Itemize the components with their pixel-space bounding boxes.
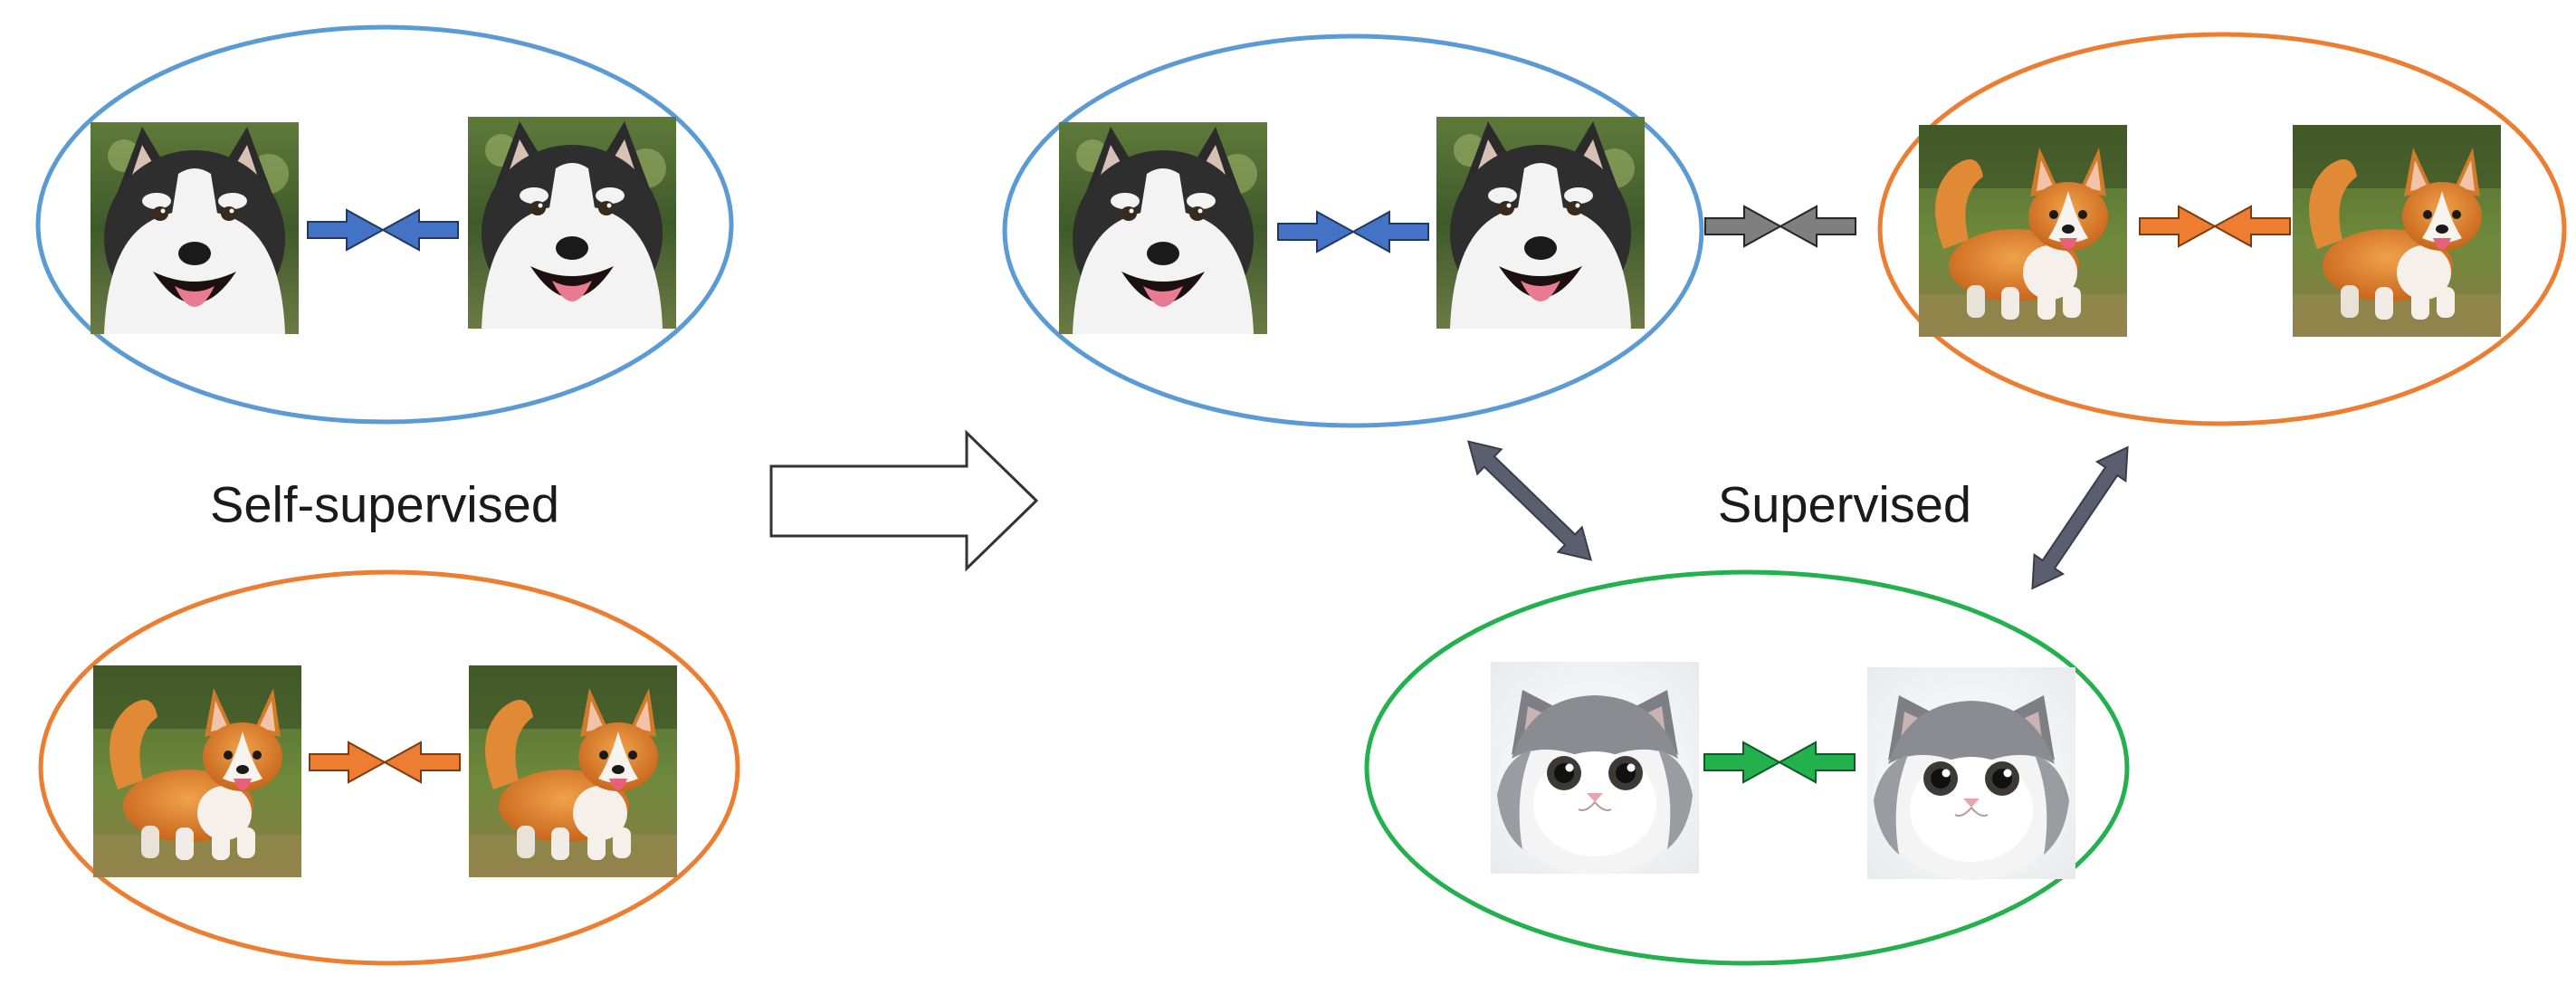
supervised-panel	[1002, 32, 2567, 966]
husky-icon	[91, 122, 299, 334]
attract-arrows-husky	[307, 209, 459, 251]
transition-arrow	[769, 429, 1039, 572]
attract-arrows-cat	[1703, 741, 1856, 783]
husky-group-ellipse	[1002, 33, 1704, 428]
husky-group-left	[35, 24, 734, 425]
corgi-icon	[1919, 125, 2127, 337]
attract-arrows-corgi	[2139, 206, 2291, 247]
self-supervised-panel	[35, 24, 740, 966]
supervised-label: Supervised	[1717, 475, 1972, 533]
corgi-icon	[2293, 125, 2501, 337]
corgi-group-right	[1877, 32, 2567, 426]
attract-arrows-husky	[1277, 211, 1429, 253]
attract-arrows-corgi	[309, 741, 461, 783]
husky-group-ellipse	[35, 24, 734, 425]
corgi-group-ellipse	[1877, 32, 2567, 426]
husky-icon	[1059, 122, 1267, 334]
husky-icon	[1436, 117, 1645, 329]
husky-group-right	[1002, 33, 1704, 428]
cat-group	[1364, 569, 2130, 966]
husky-icon	[468, 117, 676, 329]
double-arrow-corgi-cat	[2031, 445, 2129, 590]
corgi-group-ellipse	[38, 569, 740, 966]
double-arrow-husky-cat	[1466, 440, 1593, 561]
cat-group-ellipse	[1364, 569, 2130, 966]
repel-arrows-husky-corgi	[1704, 206, 1856, 247]
self-supervised-label: Self-supervised	[210, 475, 559, 533]
corgi-icon	[93, 665, 301, 877]
corgi-icon	[469, 665, 677, 877]
corgi-group-left	[38, 569, 740, 966]
cat-icon	[1866, 666, 2076, 881]
cat-icon	[1490, 661, 1700, 875]
